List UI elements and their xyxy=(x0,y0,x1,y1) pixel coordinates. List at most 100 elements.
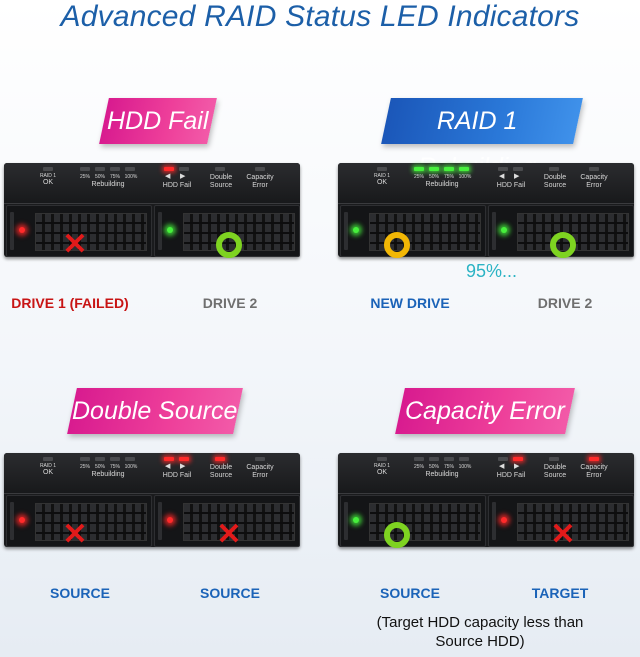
led-75 xyxy=(110,167,120,171)
ok-label: OK xyxy=(42,469,54,476)
panel-hdd-fail: HDD Fail RAID 1 OK 25% 50% 75% 100% Rebu… xyxy=(0,40,320,340)
pct75-label: 75% xyxy=(109,464,120,470)
drive-bay-2[interactable] xyxy=(154,205,300,257)
bay-handle[interactable] xyxy=(344,502,348,540)
drive-label: SOURCE xyxy=(50,585,110,601)
hdd-fail-label: HDD Fail xyxy=(162,182,192,189)
pct50-label: 50% xyxy=(94,174,105,180)
bay-handle[interactable] xyxy=(10,502,14,540)
capacity-label: Capacity xyxy=(246,174,274,181)
front-panel: RAID 1 OK 25% 50% 75% 100% Rebuilding ◀ … xyxy=(338,453,634,494)
arrow-left-icon: ◀ xyxy=(165,173,171,180)
bay-handle[interactable] xyxy=(492,212,496,250)
led-50 xyxy=(95,167,105,171)
led-50 xyxy=(429,457,439,461)
status-banner: Capacity Error xyxy=(395,388,575,434)
arrow-right-icon: ▶ xyxy=(514,463,520,470)
capacity-error-led xyxy=(255,167,265,171)
pct25-label: 25% xyxy=(79,174,90,180)
drive-label: DRIVE 1 (FAILED) xyxy=(11,295,129,311)
capacity-error-led xyxy=(589,167,599,171)
drive-bay-2[interactable] xyxy=(488,205,634,257)
hdd-fail-led-1 xyxy=(164,167,174,171)
double-source-led xyxy=(215,167,225,171)
pct25-label: 25% xyxy=(413,174,424,180)
pct50-label: 50% xyxy=(428,464,439,470)
hdd-fail-label: HDD Fail xyxy=(496,472,526,479)
failed-x-icon: ✕ xyxy=(216,518,242,551)
drive-bay-1[interactable] xyxy=(340,495,486,547)
pct75-label: 75% xyxy=(109,174,120,180)
bay-handle[interactable] xyxy=(492,502,496,540)
error-label: Error xyxy=(586,182,602,189)
panel-capacity-error: Capacity Error RAID 1 OK 25% 50% 75% 100… xyxy=(320,330,640,650)
drive-label: NEW DRIVE xyxy=(370,295,450,311)
double-label: Double xyxy=(543,174,567,181)
bay-2-led xyxy=(501,227,507,233)
double-source-led xyxy=(215,457,225,461)
double-label: Double xyxy=(209,174,233,181)
led-100 xyxy=(459,457,469,461)
bay-2-led xyxy=(501,517,507,523)
drive-label: DRIVE 2 xyxy=(202,295,258,311)
drive-bay-2[interactable] xyxy=(488,495,634,547)
bay-handle[interactable] xyxy=(10,212,14,250)
raid1-label: RAID 1 xyxy=(39,463,57,469)
ok-led xyxy=(377,457,387,461)
led-25 xyxy=(414,167,424,171)
ok-led xyxy=(377,167,387,171)
led-50 xyxy=(429,167,439,171)
arrow-right-icon: ▶ xyxy=(180,173,186,180)
rebuilding-label: Rebuilding xyxy=(425,181,459,188)
drive-bay-1[interactable] xyxy=(6,205,152,257)
error-label: Error xyxy=(252,182,268,189)
hdd-fail-label: HDD Fail xyxy=(162,472,192,479)
ok-label: OK xyxy=(376,469,388,476)
status-banner: RAID 1 Rebuilding xyxy=(381,98,583,181)
capacity-label: Capacity xyxy=(580,174,608,181)
bay-1-led xyxy=(19,227,25,233)
pct75-label: 75% xyxy=(443,464,454,470)
bay-vents xyxy=(183,213,295,251)
hdd-fail-led-2 xyxy=(179,457,189,461)
arrow-right-icon: ▶ xyxy=(180,463,186,470)
pct75-label: 75% xyxy=(443,174,454,180)
bay-vents xyxy=(183,503,295,541)
source-label: Source xyxy=(543,472,567,479)
led-100 xyxy=(459,167,469,171)
raid1-label: RAID 1 xyxy=(39,173,57,179)
bay-handle[interactable] xyxy=(344,212,348,250)
source-label: Source xyxy=(209,472,233,479)
double-source-led xyxy=(549,457,559,461)
arrow-left-icon: ◀ xyxy=(499,173,505,180)
hdd-fail-led-1 xyxy=(164,457,174,461)
capacity-error-led xyxy=(589,457,599,461)
page-title: Advanced RAID Status LED Indicators xyxy=(60,0,580,33)
panel-raid1-rebuilding: RAID 1 Rebuilding RAID 1 OK 25% 50% 75% … xyxy=(320,40,640,340)
drive-label: SOURCE xyxy=(380,585,440,601)
rebuilding-label: Rebuilding xyxy=(91,181,125,188)
bay-vents xyxy=(517,503,629,541)
bay-handle[interactable] xyxy=(158,212,162,250)
drive-bay-1[interactable] xyxy=(340,205,486,257)
capacity-note: (Target HDD capacity less than Source HD… xyxy=(376,614,584,650)
hdd-fail-led-2 xyxy=(513,167,523,171)
failed-x-icon: ✕ xyxy=(550,518,576,551)
error-label: Error xyxy=(586,472,602,479)
drive-bay-2[interactable] xyxy=(154,495,300,547)
yellow-ring-icon xyxy=(384,232,410,258)
bay-1-led xyxy=(353,227,359,233)
status-banner: HDD Fail xyxy=(99,98,217,144)
hdd-fail-led-2 xyxy=(179,167,189,171)
green-ring-icon xyxy=(384,522,410,548)
pct100-label: 100% xyxy=(124,174,138,180)
led-25 xyxy=(80,167,90,171)
front-panel: RAID 1 OK 25% 50% 75% 100% Rebuilding ◀ … xyxy=(4,163,300,204)
rebuild-progress: 95%... xyxy=(466,261,518,281)
led-25 xyxy=(414,457,424,461)
bay-handle[interactable] xyxy=(158,502,162,540)
led-50 xyxy=(95,457,105,461)
led-75 xyxy=(444,167,454,171)
bay-2-led xyxy=(167,517,173,523)
drive-bay-1[interactable] xyxy=(6,495,152,547)
